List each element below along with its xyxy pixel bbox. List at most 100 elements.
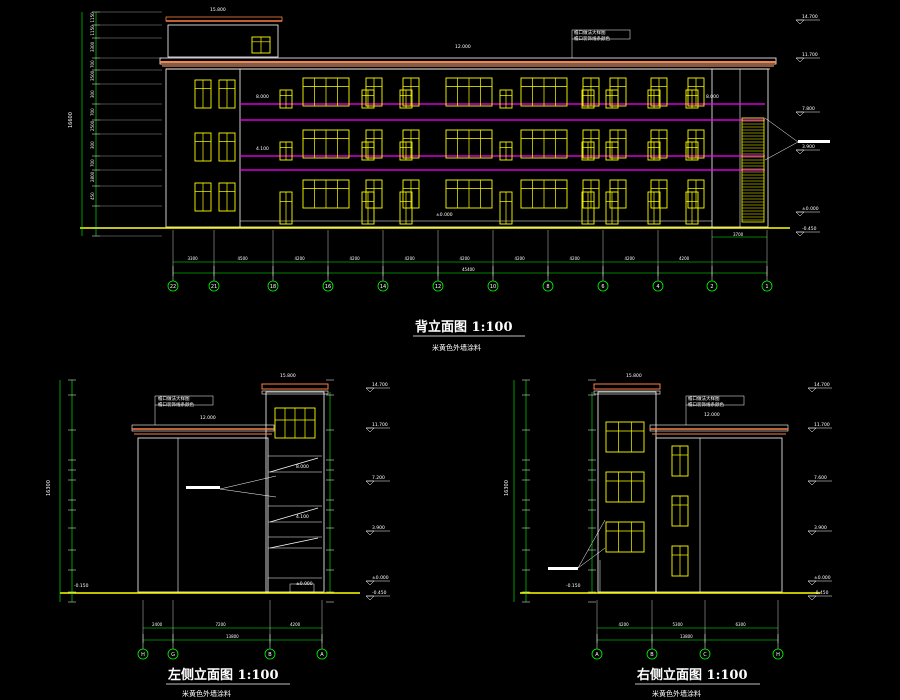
left-stair-run-2 [269, 537, 319, 549]
rear-axis-0-label: 22 [170, 284, 176, 290]
left-axis-0-circle [137, 648, 149, 660]
rear-spacing-1: 4500 [238, 256, 249, 261]
right-stair-window-1 [605, 471, 645, 503]
right-right-elev-5-label: -0.450 [814, 590, 829, 596]
left-right-elev-3-label: 3.900 [372, 525, 385, 531]
right-left-dimensions [513, 379, 596, 603]
rear-elev-right3: 8.000 [706, 94, 719, 100]
right-total-dim: 13800 [680, 634, 693, 639]
rear-stair-block [167, 24, 279, 58]
rear-axis-10-circle [706, 280, 718, 292]
right-label-bar [548, 567, 578, 570]
left-title: 左侧立面图 1:100 [168, 667, 279, 683]
rear-spacing-7: 4200 [570, 256, 581, 261]
left-axis-1-circle [167, 648, 179, 660]
rear-dim-value-10: 2800 [90, 171, 95, 182]
left-elev-8: 8.000 [296, 464, 309, 470]
left-right-elev-4-label: ±0.000 [372, 575, 389, 581]
right-elev-roof: 12.000 [704, 412, 720, 418]
rear-elev-roof-top: 15.800 [210, 7, 226, 13]
left-stair-lines [268, 455, 322, 593]
rear-axis-3-label: 16 [325, 284, 331, 290]
left-elevation: 檐口做法大样图 檐口装饰线条颜色 15.800 12.000 8.000 4.1… [46, 373, 390, 698]
rear-spacing-6: 4200 [515, 256, 526, 261]
left-left-dimensions [59, 379, 334, 603]
rear-elev-ground: ±0.000 [436, 212, 453, 218]
rear-dim-value-5: 300 [90, 90, 95, 98]
rear-spacing-8: 4200 [625, 256, 636, 261]
rear-axis-7-label: 8 [546, 284, 549, 290]
rear-axis-7-circle [542, 280, 554, 292]
rear-spacing-3: 4200 [350, 256, 361, 261]
left-note-box [154, 395, 214, 406]
left-entry-step [289, 583, 315, 593]
rear-right-elev-0-label: 14.700 [802, 14, 818, 20]
left-right-elev-5-label: -0.450 [372, 590, 387, 596]
rear-stair-louver [741, 117, 765, 223]
left-stair-run-1 [269, 507, 319, 523]
rear-axis-9-label: 4 [656, 284, 659, 290]
rear-dim-value-1: 1150 [90, 25, 95, 36]
left-subtitle: 米黄色外墙涂料 [182, 689, 231, 698]
right-stair-window-2 [605, 521, 645, 553]
right-leader-a [577, 519, 606, 569]
right-axis-1-label: B [650, 652, 654, 658]
rear-total-length: 45400 [462, 267, 475, 272]
rear-right-elev-5-label: -0.450 [802, 226, 817, 232]
left-right-elev-1-label: 11.700 [372, 422, 388, 428]
left-axis-3-label: A [320, 652, 324, 658]
left-axis-3-circle [316, 648, 328, 660]
rear-axis-1-circle [208, 280, 220, 292]
rear-axis-10-label: 2 [710, 284, 713, 290]
right-main-block [655, 437, 783, 593]
left-axis-2-circle [264, 648, 276, 660]
right-bottom-dim-2: 6300 [736, 622, 747, 627]
left-axis-2-label: B [268, 652, 272, 658]
rear-axis-6-circle [487, 280, 499, 292]
right-axis-3-circle [772, 648, 784, 660]
rear-sub-dim: 3700 [733, 232, 744, 237]
rear-louver-frame [741, 117, 765, 223]
rear-axis-11-circle [761, 280, 773, 292]
right-right-elev-1-label: 11.700 [814, 422, 830, 428]
rear-dim-value-11: 450 [90, 192, 95, 200]
rear-note2: 檐口装饰线条颜色 [574, 35, 610, 42]
rear-right-elev-3-label: 3.900 [802, 144, 815, 150]
rear-right-elev-1-label: 11.700 [802, 52, 818, 58]
rear-dim-value-6: 700 [90, 108, 95, 116]
left-bottom-dim-0: 2400 [152, 622, 163, 627]
right-title: 右侧立面图 1:100 [636, 667, 748, 683]
left-leader-a [219, 475, 277, 490]
rear-axis-4-circle [377, 280, 389, 292]
left-stair-eave [261, 383, 329, 390]
left-main-block [137, 437, 269, 593]
rear-note-box [571, 29, 631, 40]
right-elev-top: 15.800 [626, 373, 642, 379]
right-axis-0-circle [591, 648, 603, 660]
right-stair-cornice [593, 390, 661, 395]
rear-body [165, 68, 769, 228]
rear-axis-6-label: 10 [490, 284, 496, 290]
rear-axis-3-circle [322, 280, 334, 292]
rear-elev-roof: 12.000 [455, 44, 471, 50]
rear-dim-value-3: 700 [90, 60, 95, 68]
left-axis-0-label: H [141, 652, 145, 658]
right-bottom-dim-1: 5300 [673, 622, 684, 627]
left-note2: 檐口装饰线条颜色 [158, 401, 194, 408]
rear-axis-0-circle [167, 280, 179, 292]
rear-spacing-0: 3300 [188, 256, 199, 261]
rear-left-dimensions: 1150115033007003500300700250030070028004… [81, 11, 162, 237]
left-stair-run-0 [269, 457, 319, 473]
rear-axis-8-label: 6 [601, 284, 604, 290]
rear-axis-5-label: 12 [435, 284, 441, 290]
rear-windows [194, 36, 705, 225]
right-axis-2-label: C [703, 652, 707, 658]
right-axis-0-label: A [595, 652, 599, 658]
rear-spacing-9: 4200 [679, 256, 690, 261]
rear-right-elev-4-label: ±0.000 [802, 206, 819, 212]
